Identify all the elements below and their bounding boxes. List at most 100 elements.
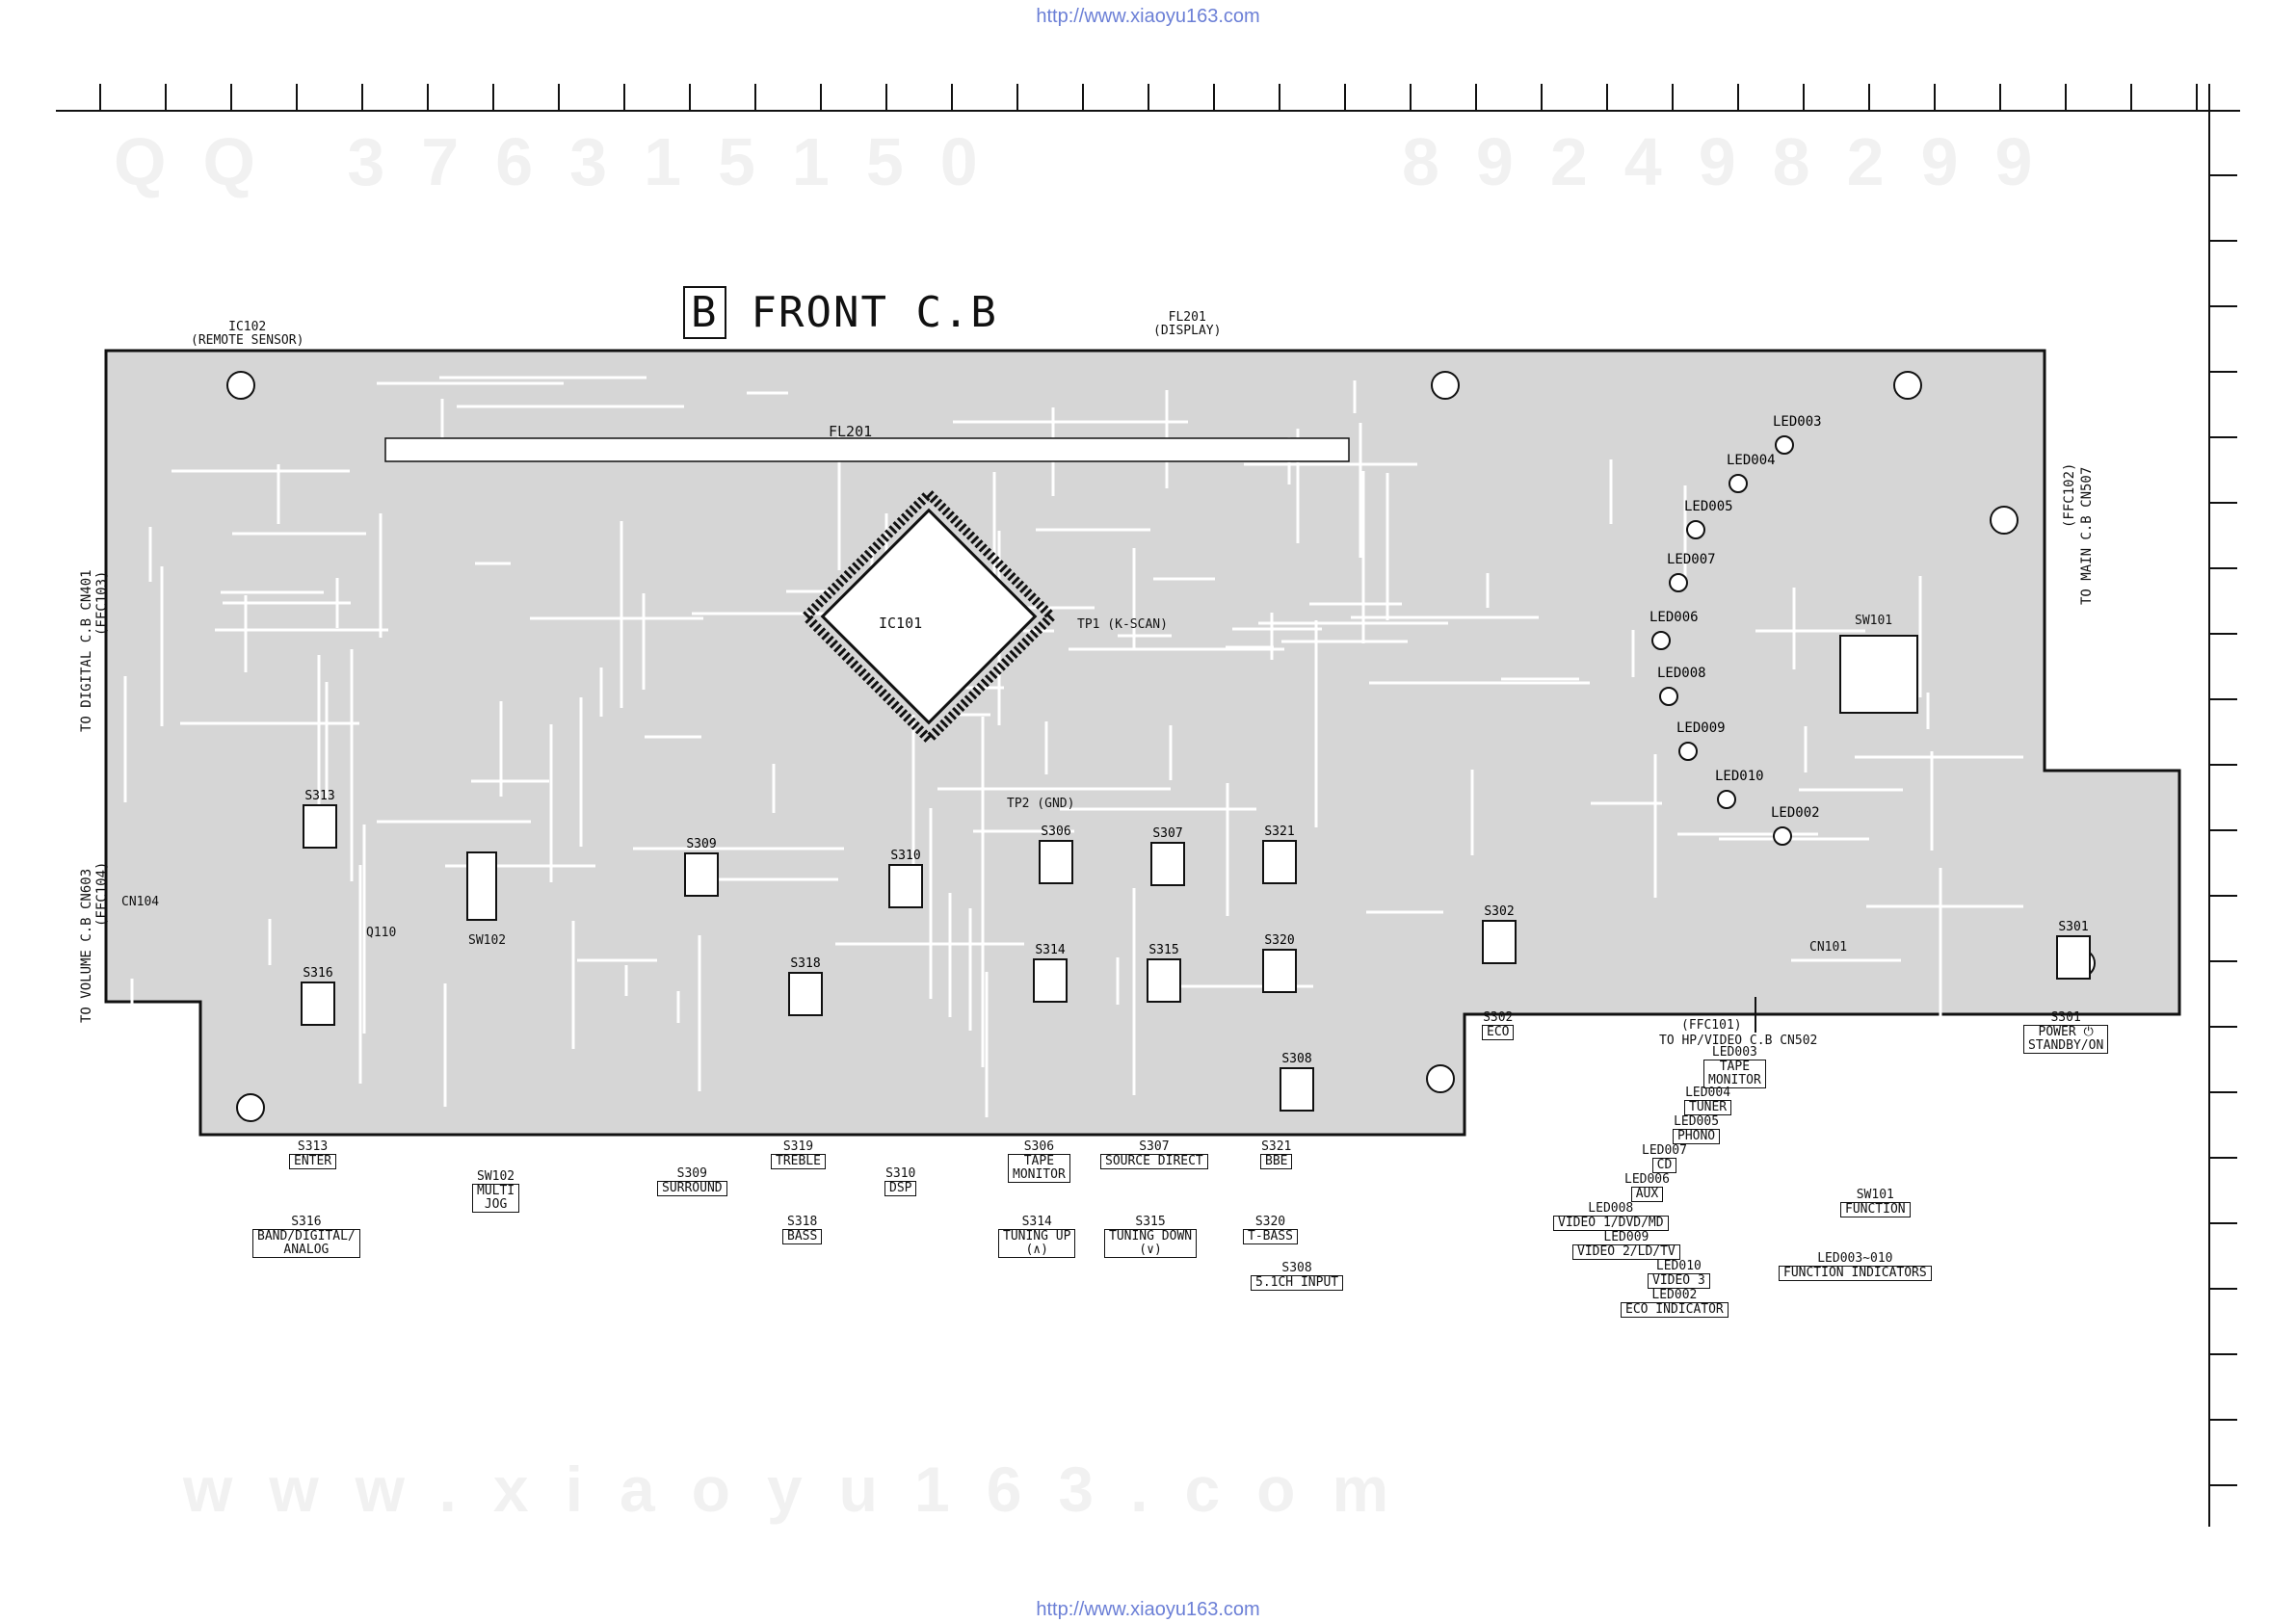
connector-volume-text: TO VOLUME C.B CN603 [79,868,94,1023]
mounting-hole [236,1093,265,1122]
callout-function: MULTI JOG [472,1184,520,1213]
callout-ref: S315 [1135,1215,1166,1229]
led-label: LED006 [1649,610,1699,625]
ic102-ref: IC102 [228,320,267,334]
callout-function: 5.1CH INPUT [1251,1275,1344,1291]
fl201-desc: (DISPLAY) [1153,324,1222,338]
cn101-label: CN101 [1809,940,1848,955]
switch-label: S306 [1041,825,1070,839]
led-led003: LED003 [1773,414,1822,455]
callout-ref: SW102 [477,1169,515,1184]
callout-ref: LED008 [1588,1201,1634,1216]
switch-label: S301 [2058,920,2088,934]
callout-ref: LED002 [1651,1288,1698,1302]
callout-ref: LED009 [1603,1230,1649,1244]
fl201-ref: FL201 [1168,310,1206,325]
callout-function: CD [1651,1158,1677,1173]
switch-s309: S309 [684,837,719,897]
callout-ref: LED003 [1711,1045,1757,1060]
led-label: LED004 [1727,453,1776,468]
connector-hp: TO HP/VIDEO C.B CN502 [1659,1034,1818,1048]
connector-hp-ffc: (FFC101) [1681,1018,1742,1033]
sw102-jog [466,851,497,921]
copper-traces [123,376,2023,1117]
callout-ref: S308 [1281,1261,1312,1275]
watermark-site: www.xiaoyu163.com [183,1453,1426,1525]
switch-s315: S315 [1147,943,1181,1003]
callout-function: TAPE MONITOR [1703,1060,1766,1088]
switch-s318: S318 [788,956,823,1016]
footer-url[interactable]: http://www.xiaoyu163.com [1036,1599,1260,1620]
callout-function: DSP [884,1181,917,1196]
led-label: LED008 [1657,666,1706,681]
fl201-inner-label: FL201 [829,423,873,440]
switch-label: S321 [1264,825,1294,839]
callout-ref: SW101 [1856,1188,1894,1202]
callout-function: FUNCTION [1840,1202,1911,1217]
q110-label: Q110 [366,926,397,940]
watermark-qq: QQ 376315150 [114,124,1015,199]
ic101-label: IC101 [879,615,923,632]
header-url[interactable]: http://www.xiaoyu163.com [1036,6,1260,27]
callout-function: ECO [1482,1025,1515,1040]
callout-function: TREBLE [771,1154,826,1169]
led-led009: LED009 [1676,720,1726,761]
watermark-number: 892498299 [1402,124,2070,199]
led-led010: LED010 [1715,769,1764,809]
connector-digital-ffc: (FFC103) [94,570,110,636]
callout-ref: S306 [1023,1139,1055,1154]
ic102-label: IC102 (REMOTE SENSOR) [191,321,303,348]
mounting-hole [1990,506,2019,535]
led-led008: LED008 [1657,666,1706,706]
callout-function: VIDEO 1/DVD/MD [1553,1216,1669,1231]
callout-function: BBE [1260,1154,1293,1169]
led-label: LED005 [1684,499,1733,514]
connector-main-ffc: (FFC102) [2062,462,2077,528]
sw101-block [1839,635,1918,714]
callout-ref: LED003~010 [1817,1251,1893,1266]
mounting-hole [1426,1064,1455,1093]
callout-function: FUNCTION INDICATORS [1779,1266,1932,1281]
callout-ref: S307 [1139,1139,1170,1154]
board-title-text: FRONT C.B [751,288,998,337]
callout-ref: LED005 [1674,1114,1720,1129]
switch-label: S309 [686,837,716,851]
led-led005: LED005 [1684,499,1733,539]
switch-s316: S316 [301,966,335,1026]
switch-s313: S313 [303,789,337,849]
callout-ref: S320 [1254,1215,1286,1229]
callout-ref: S313 [297,1139,329,1154]
callout-function: TUNING UP (∧) [998,1229,1076,1258]
led-led002: LED002 [1771,805,1820,846]
callout-ref: S316 [291,1215,322,1229]
sw101-label: SW101 [1855,614,1893,628]
callout-function: PHONO [1673,1129,1721,1144]
switch-s314: S314 [1033,943,1068,1003]
led-led007: LED007 [1667,552,1716,592]
callout-ref: S301 [2050,1010,2081,1025]
switch-s306: S306 [1039,825,1073,884]
led-label: LED003 [1773,414,1822,430]
board-badge: B [683,286,726,339]
connector-volume-ffc: (FFC104) [94,861,110,927]
switch-label: S316 [303,966,332,981]
fl201-bus [384,437,1350,462]
callout-function: SOURCE DIRECT [1100,1154,1208,1169]
led-led004: LED004 [1727,453,1776,493]
callout-function: TAPE MONITOR [1008,1154,1070,1183]
mounting-hole [226,371,255,400]
